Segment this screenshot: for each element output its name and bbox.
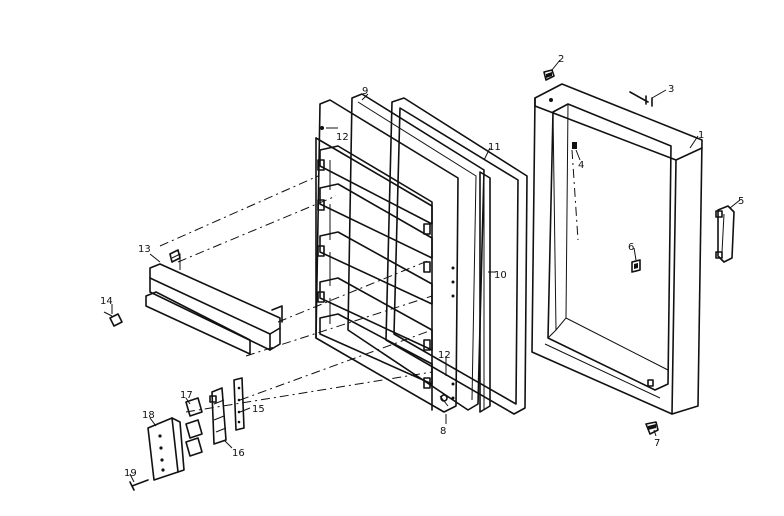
callout-15: 15 xyxy=(252,404,265,415)
spacer-blocks xyxy=(185,397,203,457)
callout-18: 18 xyxy=(142,410,155,421)
callout-5: 5 xyxy=(738,196,744,207)
bracket xyxy=(209,387,227,445)
callout-4: 4 xyxy=(578,160,584,171)
callout-3: 3 xyxy=(668,84,674,95)
callout-1: 1 xyxy=(698,130,704,141)
callout-17: 17 xyxy=(180,390,193,401)
callout-8: 8 xyxy=(440,426,446,437)
screw-bottom xyxy=(645,421,659,435)
leader-lines xyxy=(111,59,741,483)
assembly-centerlines xyxy=(159,149,579,413)
callout-19: 19 xyxy=(124,468,137,479)
callout-10: 10 xyxy=(494,270,507,281)
callout-16: 16 xyxy=(232,448,245,459)
door-outer-frame xyxy=(531,83,703,415)
callout-11: 11 xyxy=(488,142,501,153)
callout-2: 2 xyxy=(558,54,564,65)
screw-top xyxy=(543,69,555,81)
screw-6 xyxy=(631,259,641,273)
fastener-12-bottom xyxy=(440,394,448,402)
door-handle xyxy=(715,205,735,263)
callout-7: 7 xyxy=(654,438,660,449)
door-shelf-bar xyxy=(145,253,283,355)
callout-6: 6 xyxy=(628,242,634,253)
callout-labels: 1 2 3 4 5 6 7 8 9 10 11 12 12 13 14 15 1… xyxy=(100,54,744,479)
gasket-inner xyxy=(347,93,485,411)
callout-9: 9 xyxy=(362,86,368,97)
callout-12-top: 12 xyxy=(336,132,349,143)
inner-door-liner xyxy=(315,99,459,413)
screw-19 xyxy=(129,479,149,491)
hinge-block xyxy=(147,417,185,481)
callout-12-bottom: 12 xyxy=(438,350,451,361)
callout-13: 13 xyxy=(138,244,151,255)
screw-4 xyxy=(572,142,577,149)
hinge-plate xyxy=(233,377,245,431)
hinge-pin xyxy=(629,91,653,107)
shelf-knob xyxy=(169,249,181,263)
fastener-12-top xyxy=(320,126,324,130)
screw-14 xyxy=(103,311,123,327)
callout-14: 14 xyxy=(100,296,113,307)
